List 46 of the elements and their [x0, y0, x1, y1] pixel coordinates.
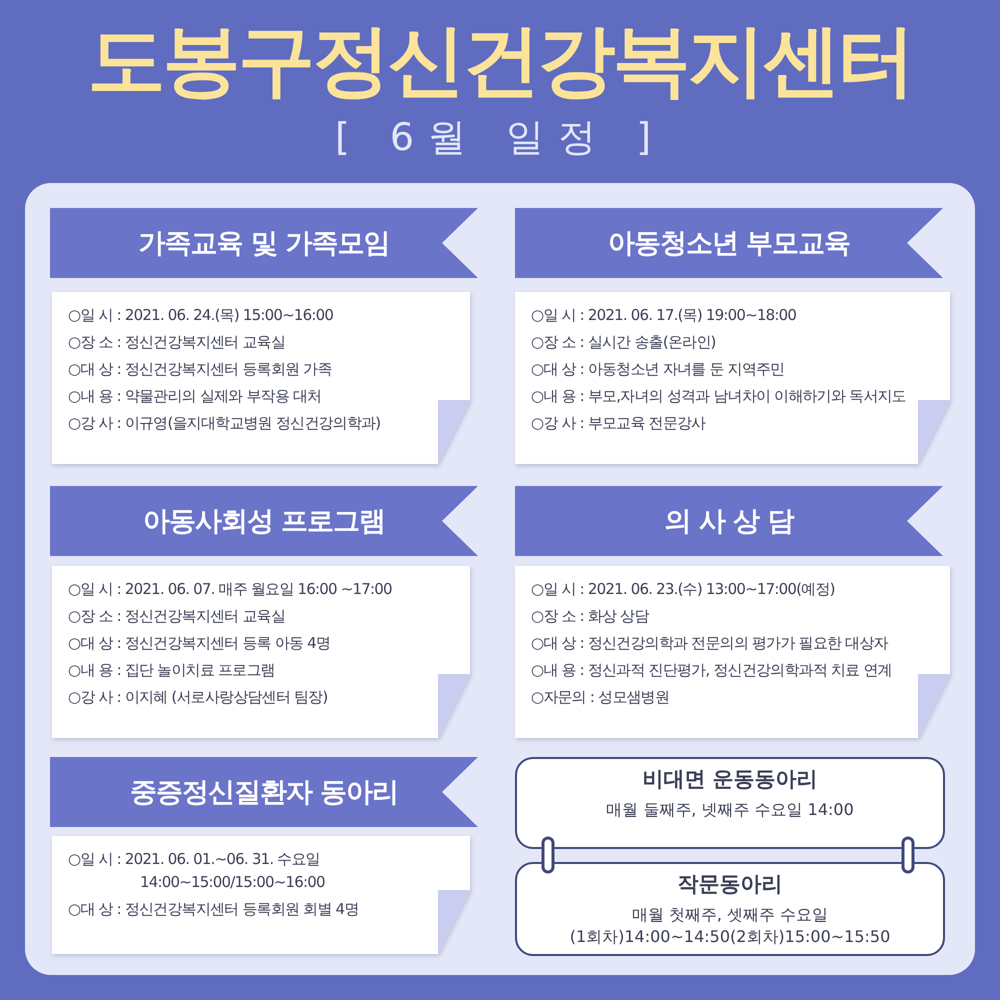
schedule-item: ○대 상 : 정신건강복지센터 등록회원 회별 4명 [68, 899, 360, 920]
club-schedule: 매월 둘째주, 넷째주 수요일 14:00 [605, 799, 855, 821]
club-schedule: 매월 첫째주, 셋째주 수요일 (1회차)14:00~14:50(2회차)15:00~15:50 [568, 904, 892, 948]
schedule-item: ○장 소 : 정신건강복지센터 교육실 [68, 332, 286, 353]
schedule-item: ○강 사 : 이지혜 (서로사랑상담센터 팀장) [68, 687, 328, 708]
note-card [515, 292, 950, 464]
schedule-item: ○내 용 : 약물관리의 실제와 부작용 대처 [68, 386, 322, 407]
schedule-item: ○내 용 : 집단 놀이치료 프로그램 [68, 660, 276, 681]
club-title: 비대면 운동동아리 [641, 766, 819, 793]
section-heading: 아동사회성 프로그램 [142, 505, 386, 539]
schedule-item: ○일 시 : 2021. 06. 01.~06. 31. 수요일 14:00~15:00/15:00~16:00 [68, 849, 326, 893]
schedule-item: ○일 시 : 2021. 06. 17.(목) 19:00~18:00 [531, 305, 798, 326]
section-heading: 아동청소년 부모교육 [608, 227, 850, 261]
section-header-band [50, 757, 478, 827]
schedule-item: ○대 상 : 정신건강복지센터 등록 아동 4명 [68, 633, 332, 654]
club-card [515, 862, 945, 956]
note-card [52, 836, 470, 954]
page-title: 도봉구정신건강복지센터 [86, 22, 914, 100]
schedule-item: ○강 사 : 부모교육 전문강사 [531, 413, 707, 434]
content-panel [25, 183, 975, 975]
schedule-item: ○장 소 : 화상 상담 [531, 606, 650, 627]
schedule-item: ○장 소 : 실시간 송출(온라인) [531, 332, 717, 353]
schedule-item: ○내 용 : 부모,자녀의 성격과 남녀차이 이해하기와 독서지도 [531, 386, 907, 407]
section-header-band [50, 486, 478, 556]
section-heading: 중증정신질환자 동아리 [130, 776, 398, 810]
section-heading: 의 사 상 담 [664, 505, 794, 539]
schedule-item: ○일 시 : 2021. 06. 24.(목) 15:00~16:00 [68, 305, 334, 326]
section-header-band [50, 208, 478, 278]
schedule-subtitle: [ 6월 일정 ] [334, 114, 666, 161]
section-header-band [515, 208, 943, 278]
schedule-item: ○일 시 : 2021. 06. 23.(수) 13:00~17:00(예정) [531, 579, 836, 600]
section-heading: 가족교육 및 가족모임 [138, 227, 390, 261]
schedule-item: ○자문의 : 성모샘병원 [531, 687, 670, 708]
schedule-item: ○강 사 : 이규영(을지대학교병원 정신건강의학과) [68, 413, 382, 434]
schedule-item: ○일 시 : 2021. 06. 07. 매주 월요일 16:00 ~17:00 [68, 579, 393, 600]
section-header-band [515, 486, 943, 556]
club-title: 작문동아리 [676, 871, 784, 898]
club-card [515, 757, 945, 849]
schedule-item: ○내 용 : 정신과적 진단평가, 정신건강의학과적 치료 연계 [531, 660, 893, 681]
schedule-item: ○대 상 : 아동청소년 자녀를 둔 지역주민 [531, 359, 786, 380]
note-card [52, 566, 470, 738]
schedule-item: ○장 소 : 정신건강복지센터 교육실 [68, 606, 286, 627]
note-card [515, 566, 950, 738]
note-card [52, 292, 470, 464]
schedule-item: ○대 상 : 정신건강복지센터 등록회원 가족 [68, 359, 333, 380]
schedule-item: ○대 상 : 정신건강의학과 전문의의 평가가 필요한 대상자 [531, 633, 890, 654]
